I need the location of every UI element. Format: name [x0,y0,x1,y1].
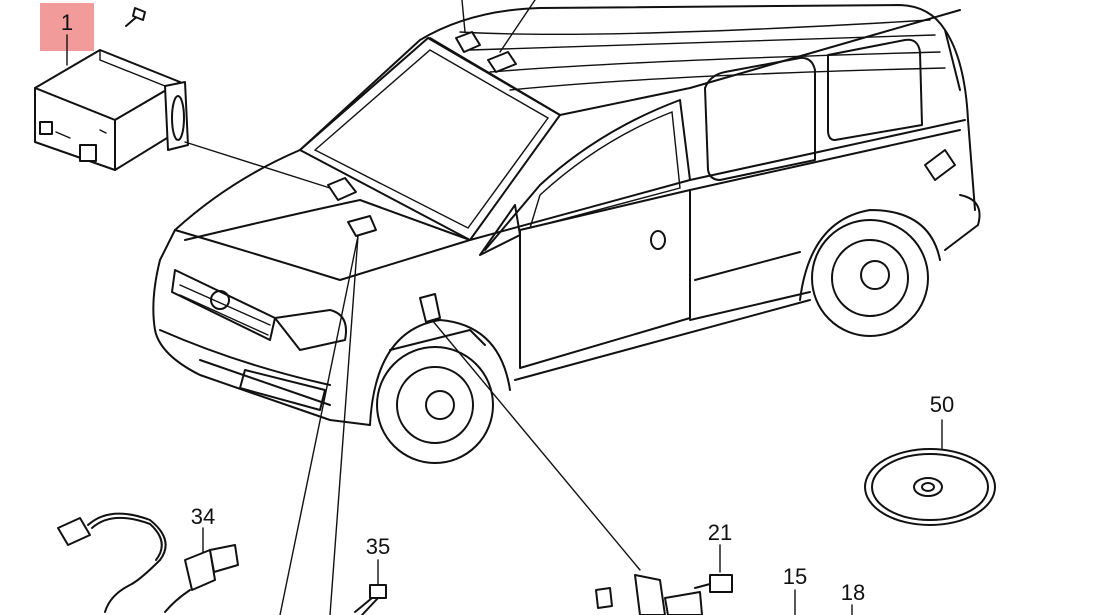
label-part-50: 50 [930,392,954,417]
part-21-bolt-bracket [595,544,733,615]
part-15-18-stubs [794,589,853,615]
label-part-35: 35 [366,534,390,559]
label-part-18: 18 [841,580,865,605]
label-part-21: 21 [708,520,732,545]
part-34-cable-sensor [57,512,239,613]
label-part-15: 15 [783,564,807,589]
part-35-screw [354,559,387,615]
van-illustration [152,4,981,464]
part-1-control-unit [34,7,189,171]
part-50-disc [864,419,996,526]
sensor-pads [327,31,517,323]
leader-lines [184,0,641,615]
label-part-34: 34 [191,504,215,529]
label-part-1: 1 [61,10,73,35]
